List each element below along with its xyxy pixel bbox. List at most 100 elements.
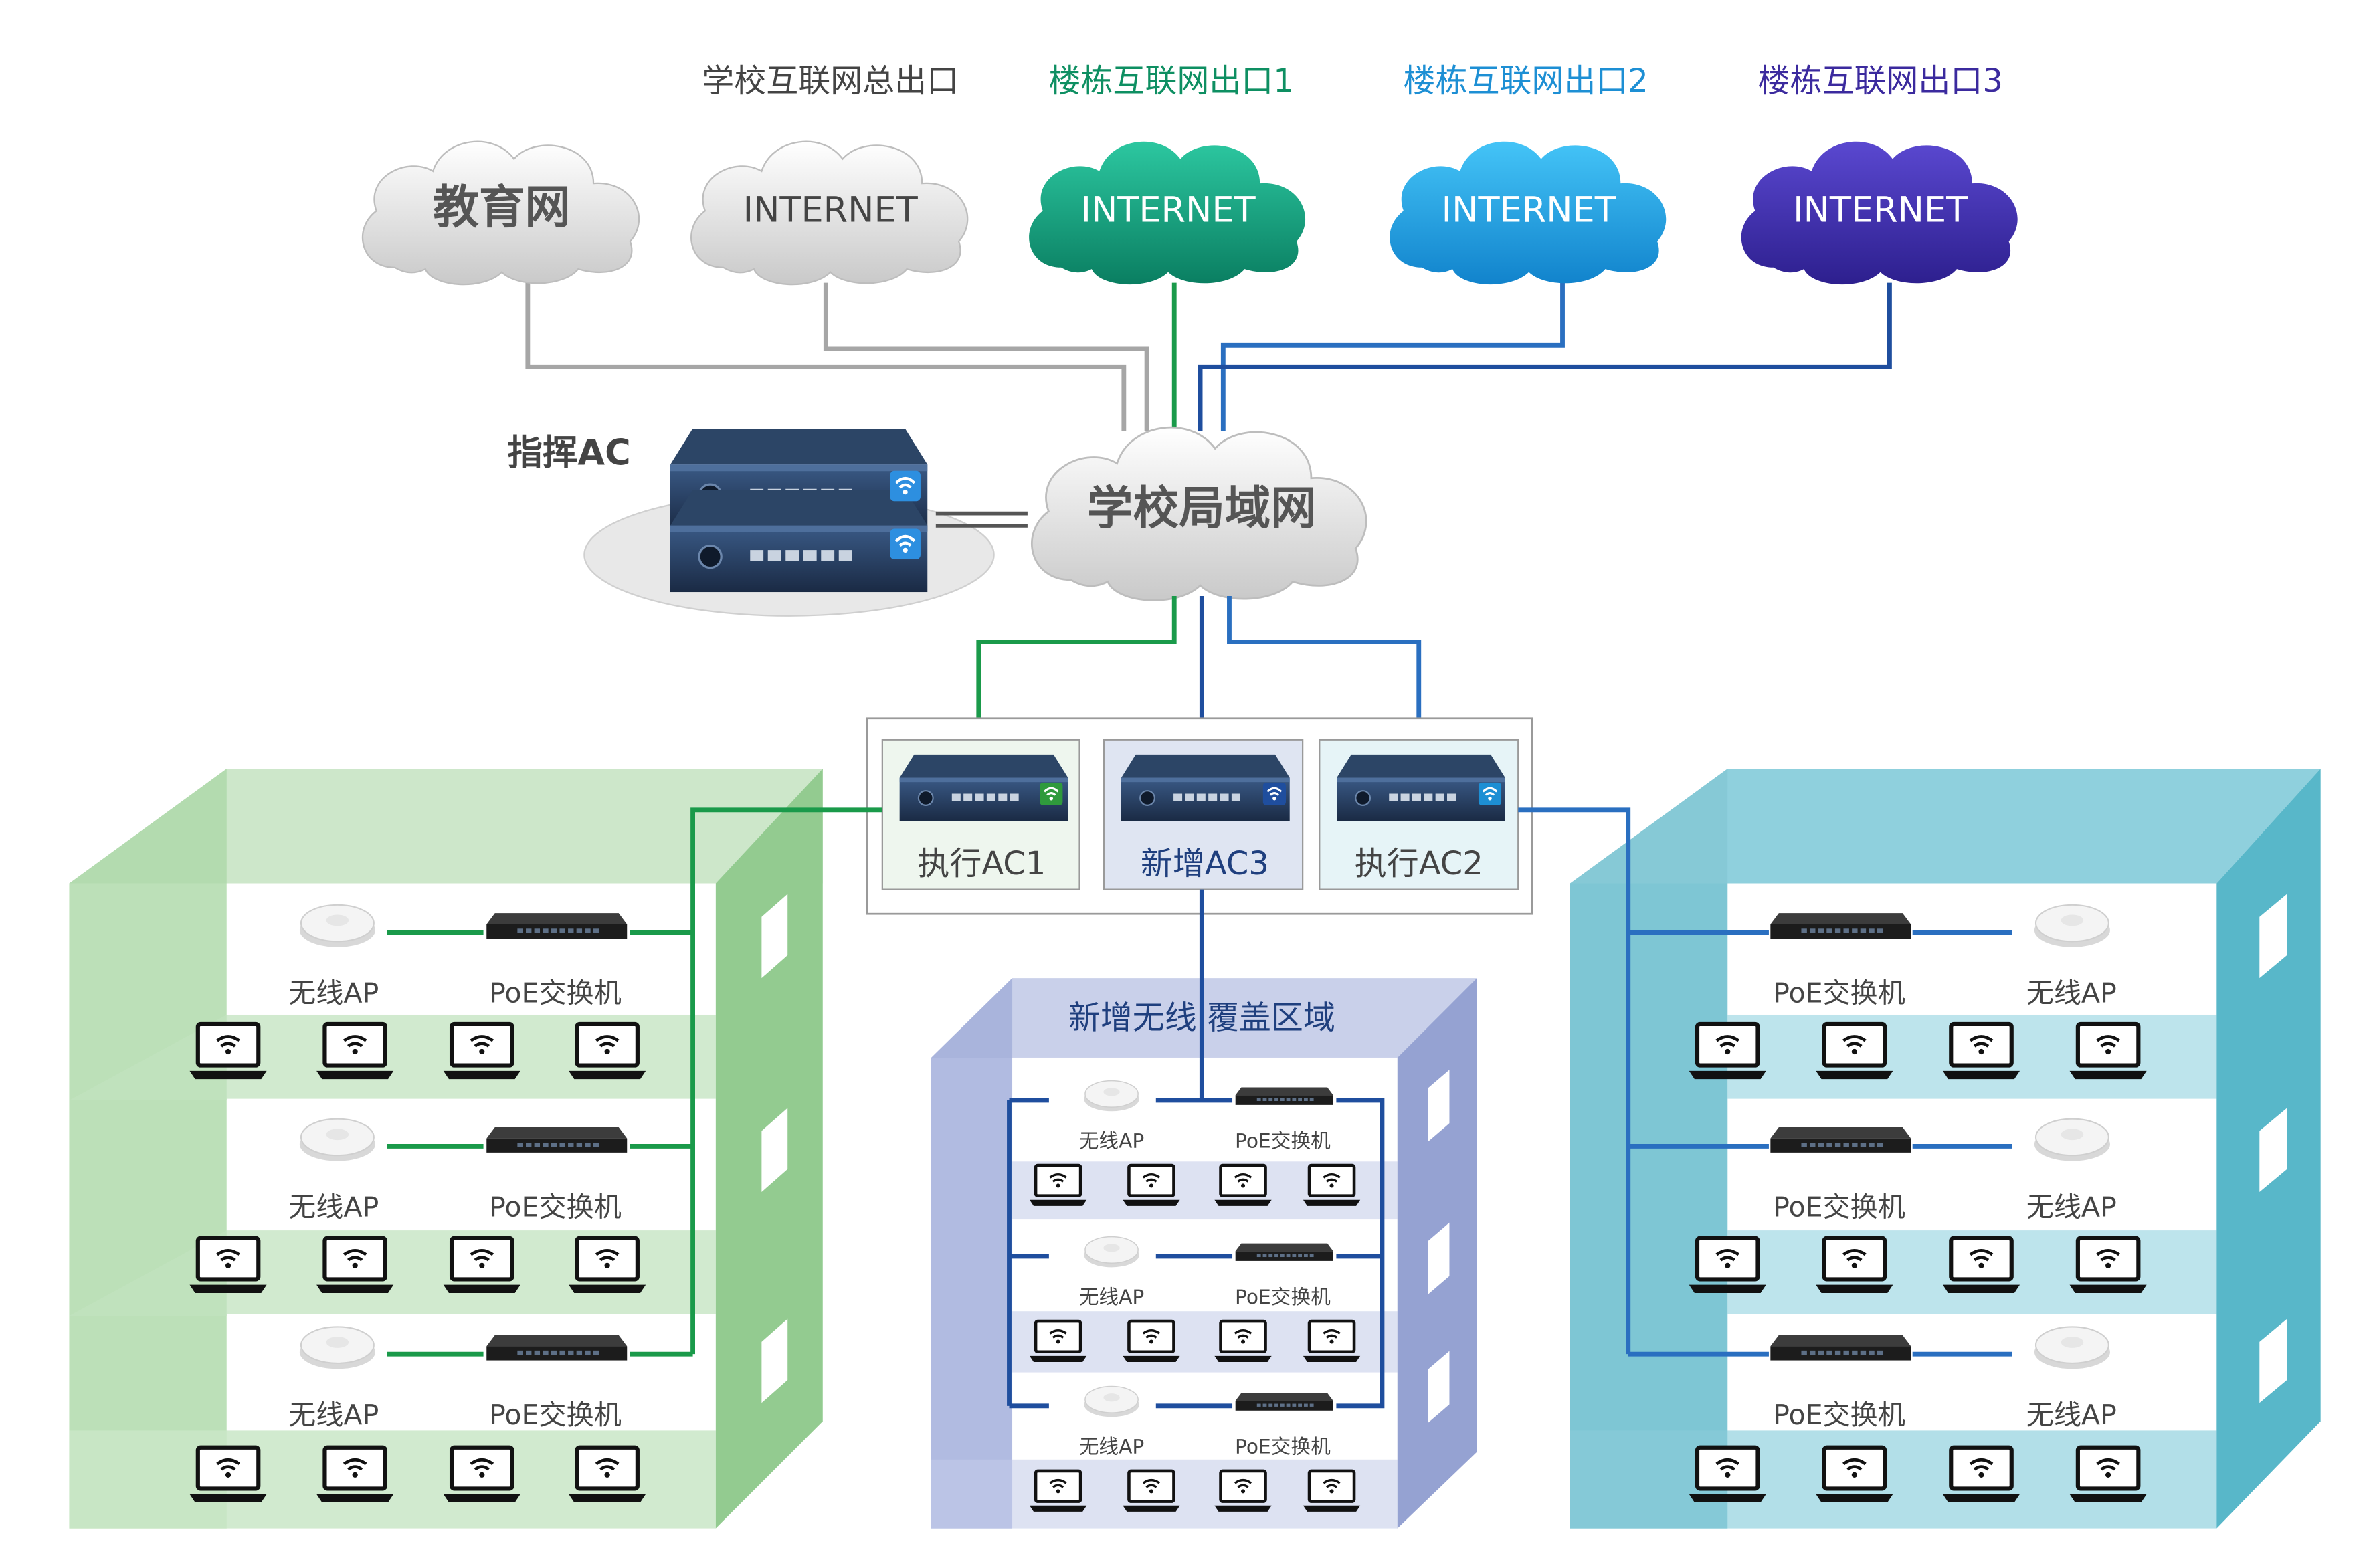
wireless-ap-icon (298, 1118, 377, 1162)
building-exit-3-link (1198, 282, 1892, 431)
laptop-icon (1030, 1165, 1086, 1206)
laptop-icon (316, 1024, 393, 1079)
building-internet-3-cloud: INTERNET (1741, 141, 2018, 285)
building-exit-2-title: 楼栋互联网出口2 (1404, 62, 1648, 100)
ac-controller-icon (669, 489, 929, 593)
building-internet-1-label: INTERNET (1081, 189, 1256, 230)
laptop-icon (444, 1238, 520, 1293)
wireless-ap-icon (2033, 904, 2111, 948)
edu-link (525, 282, 1127, 431)
building-exit-3-title: 楼栋互联网出口3 (1758, 62, 2003, 100)
teal-building-wiring (1518, 807, 2012, 1357)
command-ac-link (935, 511, 1028, 528)
laptop-icon (2070, 1024, 2147, 1079)
laptop-icon (1123, 1165, 1179, 1206)
poe-label: PoE交换机 (1235, 1436, 1331, 1459)
building-internet-1-cloud: INTERNET (1029, 141, 1306, 285)
laptop-icon (316, 1238, 393, 1293)
ac1-card: 执行AC1 (881, 739, 1080, 890)
laptop-icon (1303, 1471, 1360, 1512)
poe-switch-icon (1235, 1393, 1333, 1411)
poe-switch-icon (1770, 1335, 1911, 1361)
lan-ac2-link (1227, 595, 1422, 740)
green-building-wiring (387, 807, 882, 1357)
poe-switch-icon (1770, 913, 1911, 939)
edu-cloud-label: 教育网 (433, 181, 571, 235)
poe-label: PoE交换机 (489, 1191, 622, 1223)
ap-label: 无线AP (1079, 1436, 1145, 1459)
wifi-icon (890, 528, 921, 559)
lan-ac1-link (976, 595, 1177, 740)
laptop-icon (189, 1024, 266, 1079)
wifi-icon (1262, 782, 1286, 805)
laptop-icon (1689, 1024, 1766, 1079)
wireless-ap-icon (2033, 1326, 2111, 1370)
laptop-icon (1816, 1024, 1893, 1079)
poe-label: PoE交换机 (489, 977, 622, 1009)
ac3-card: 新增AC3 (1103, 739, 1304, 890)
poe-label: PoE交换机 (1773, 1399, 1905, 1431)
ac2-card: 执行AC2 (1319, 739, 1519, 890)
poe-switch-icon (1770, 1127, 1911, 1153)
school-internet-link (823, 282, 1149, 431)
school-exit-title: 学校互联网总出口 (702, 62, 959, 100)
laptop-icon (189, 1238, 266, 1293)
ap-label: 无线AP (1079, 1286, 1145, 1309)
wireless-ap-icon (298, 904, 377, 948)
poe-label: PoE交换机 (1235, 1286, 1331, 1309)
wifi-icon (1040, 782, 1063, 805)
school-internet-label: INTERNET (743, 189, 919, 230)
lan-cloud: 学校局域网 (1030, 426, 1367, 601)
wireless-ap-icon (1083, 1080, 1140, 1112)
poe-switch-icon (1235, 1243, 1333, 1261)
ac1-label: 执行AC1 (917, 845, 1046, 882)
wireless-ap-icon (2033, 1118, 2111, 1162)
poe-label: PoE交换机 (1235, 1130, 1331, 1153)
teal-building-devices: PoE交换机无线APPoE交换机无线APPoE交换机无线AP (1689, 904, 2147, 1502)
poe-switch-icon (486, 1127, 628, 1153)
ap-label: 无线AP (288, 977, 379, 1009)
laptop-icon (1123, 1471, 1179, 1512)
wireless-ap-icon (298, 1326, 377, 1370)
ap-label: 无线AP (288, 1191, 379, 1223)
school-internet-cloud: INTERNET (690, 140, 969, 286)
lan-cloud-label: 学校局域网 (1087, 482, 1317, 536)
poe-switch-icon (1235, 1087, 1333, 1105)
building-internet-3-label: INTERNET (1793, 189, 1968, 230)
teal-building (1570, 769, 2321, 1529)
building-internet-2-cloud: INTERNET (1390, 141, 1667, 285)
poe-label: PoE交换机 (1773, 977, 1905, 1009)
building-exit-2-link (1220, 282, 1565, 431)
building-internet-2-label: INTERNET (1442, 189, 1617, 230)
laptop-icon (1214, 1471, 1271, 1512)
laptop-icon (1303, 1165, 1360, 1206)
new-area-wiring (1007, 889, 1385, 1409)
ap-label: 无线AP (2026, 1191, 2117, 1223)
laptop-icon (2070, 1238, 2147, 1293)
wireless-ap-icon (1083, 1385, 1140, 1417)
ap-label: 无线AP (1079, 1130, 1145, 1153)
ap-label: 无线AP (2026, 1399, 2117, 1431)
ap-label: 无线AP (2026, 977, 2117, 1009)
laptop-icon (1943, 1238, 2020, 1293)
command-ac-label: 指挥AC (507, 433, 630, 474)
edu-cloud: 教育网 (361, 140, 640, 286)
poe-label: PoE交换机 (1773, 1191, 1905, 1223)
poe-switch-icon (486, 1335, 628, 1361)
building-exit-1-title: 楼栋互联网出口1 (1048, 62, 1293, 100)
laptop-icon (1943, 1024, 2020, 1079)
poe-switch-icon (486, 913, 628, 939)
laptop-icon (569, 1024, 646, 1079)
wireless-ap-icon (1083, 1236, 1140, 1268)
wifi-icon (1478, 782, 1502, 805)
poe-label: PoE交换机 (489, 1399, 622, 1431)
laptop-icon (1816, 1238, 1893, 1293)
laptop-icon (444, 1024, 520, 1079)
laptop-icon (1689, 1238, 1766, 1293)
ac2-label: 执行AC2 (1355, 845, 1483, 882)
command-ac-device (669, 427, 929, 593)
laptop-icon (1214, 1165, 1271, 1206)
